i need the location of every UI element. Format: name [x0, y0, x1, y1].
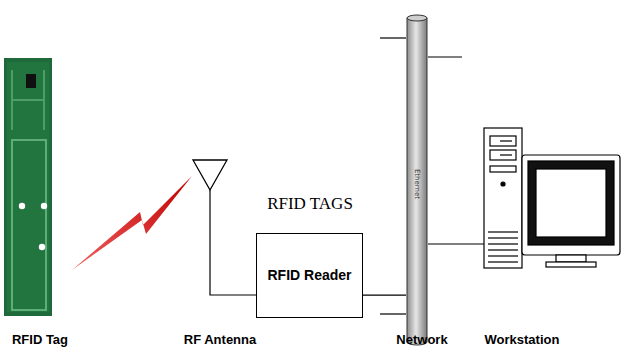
- workstation-wire: [428, 243, 485, 244]
- antenna-wire: [210, 190, 256, 295]
- radio-signal-bolt: [72, 176, 192, 270]
- network-stub: [428, 56, 462, 57]
- network-link: [363, 295, 406, 296]
- network-name: Ethernet: [413, 169, 421, 199]
- reader-box: RFID Reader: [256, 233, 363, 318]
- part-label: Network: [396, 332, 447, 347]
- system-heading: RFID TAGS: [267, 194, 353, 214]
- part-label: RFID Tag: [12, 332, 68, 347]
- network-stub: [380, 37, 406, 38]
- box-label: RFID Reader: [267, 267, 351, 285]
- rfid-tag-image: [4, 58, 52, 316]
- ethernet-backbone: Ethernet: [406, 14, 428, 346]
- network-stub: [380, 313, 406, 314]
- workstation-icon: [484, 128, 620, 268]
- part-label: Workstation: [485, 332, 560, 347]
- part-label: RF Antenna: [184, 332, 256, 347]
- antenna-symbol: [193, 160, 227, 190]
